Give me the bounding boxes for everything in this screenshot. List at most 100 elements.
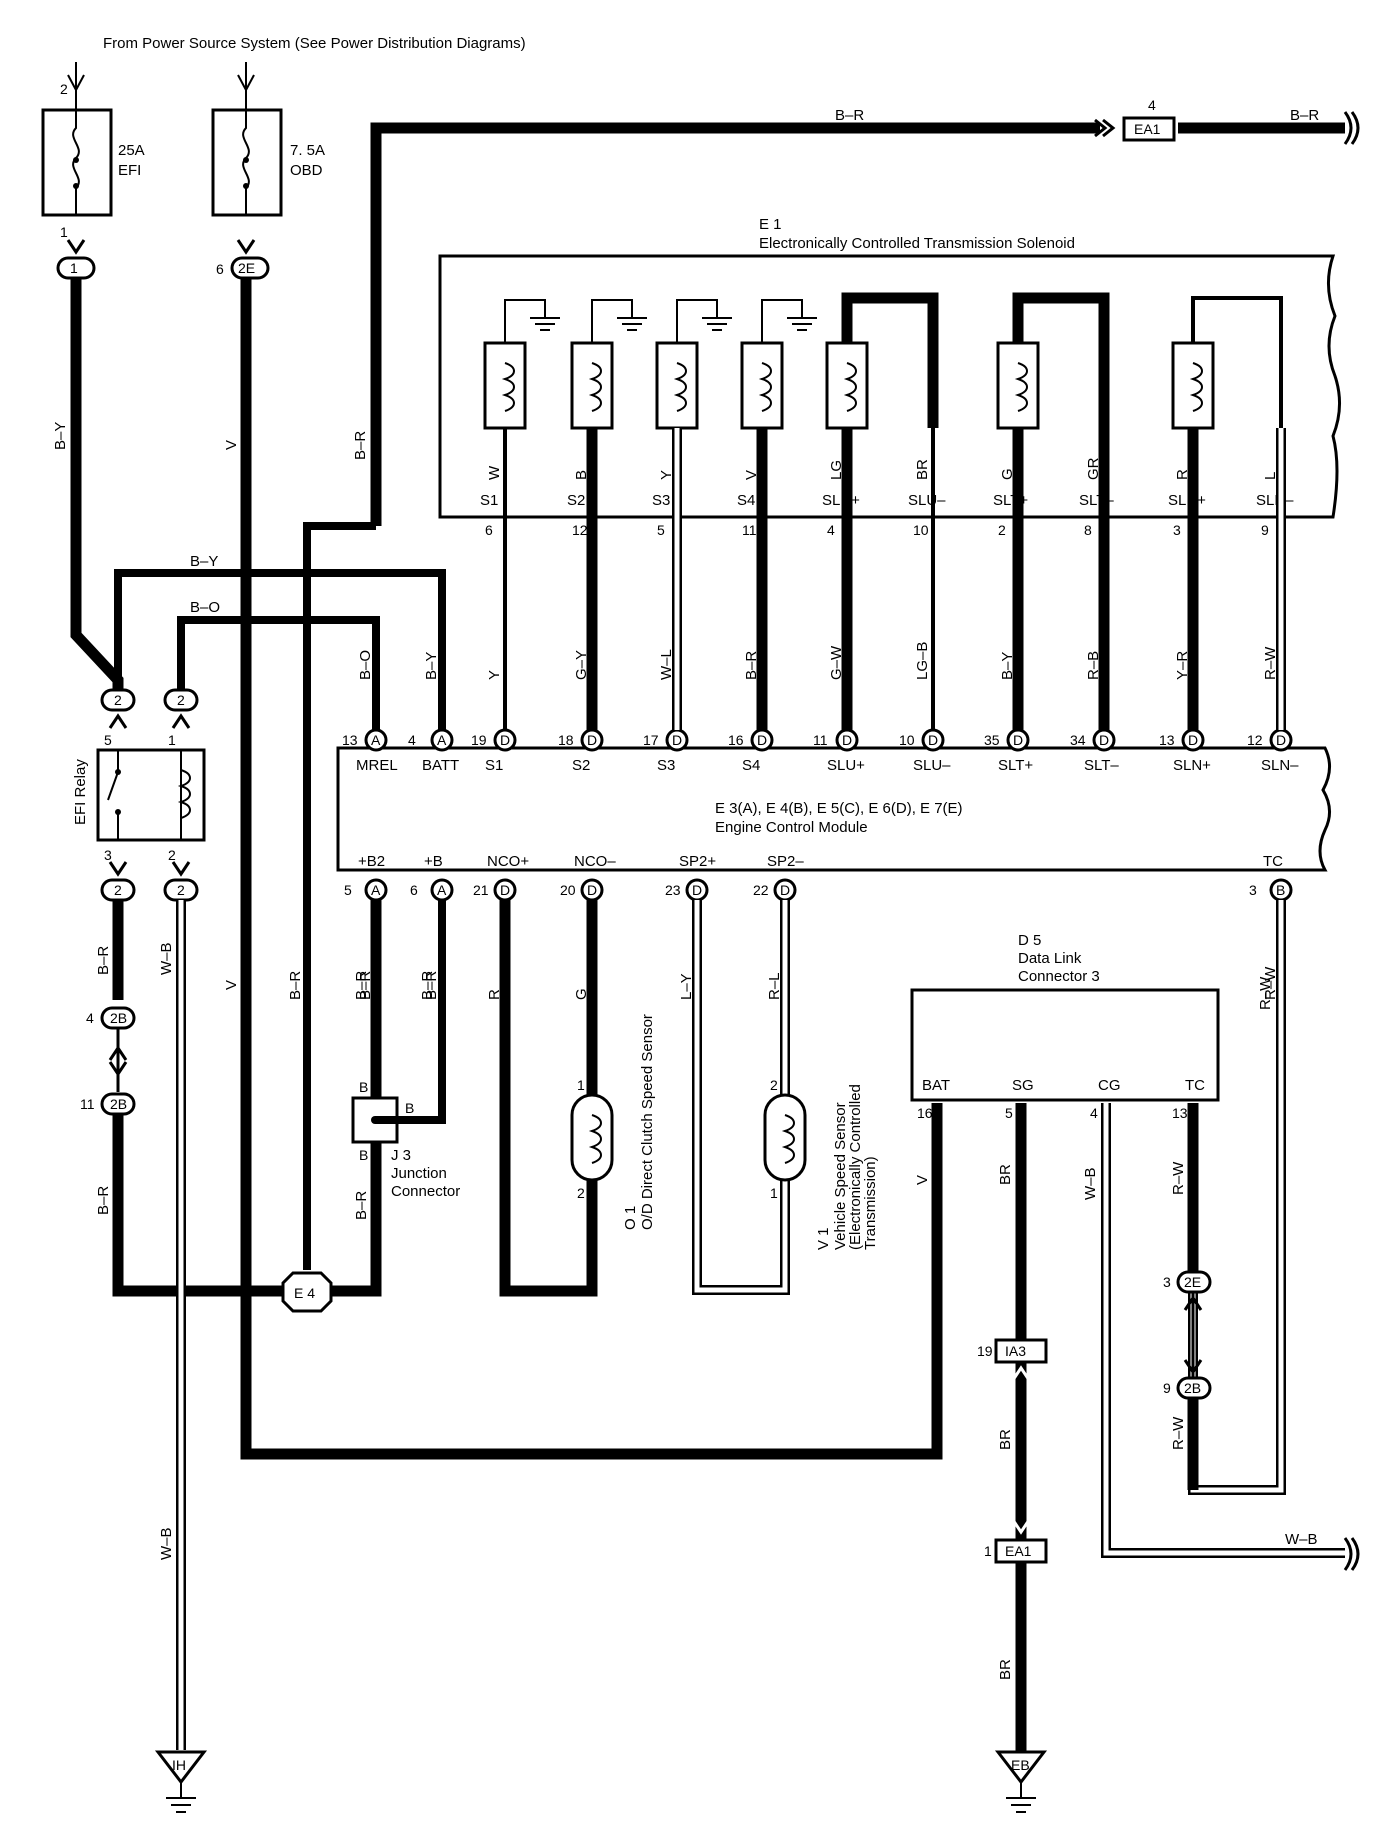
solenoid-wire-color: Y <box>658 470 675 480</box>
junction-j3: B B B J 3 Junction Connector <box>351 900 460 1200</box>
ecm-bottom-conn: A <box>437 882 447 898</box>
ia3-label: IA3 <box>1005 1343 1026 1359</box>
ea1-bottom-pin: 1 <box>984 1543 992 1559</box>
ecm-bottom-pin-num: 23 <box>665 882 681 898</box>
ecm-bottom-pin-num: 20 <box>560 882 576 898</box>
solenoid-wire-color: G <box>999 468 1016 480</box>
ecm-top-conn: D <box>500 732 510 748</box>
wire-label-b-r-jc2: B–R <box>419 971 436 1000</box>
ia3-pin: 19 <box>977 1343 993 1359</box>
ecm-top-wire: Y–R <box>1174 651 1191 680</box>
vs-sensor-name2: (Electronically Controlled <box>847 1084 864 1250</box>
ecm-top-pin-num: 13 <box>342 732 358 748</box>
wire-b-y-fuse <box>70 278 124 690</box>
ecm-top-conn: D <box>1099 732 1109 748</box>
ecm-top-conn: D <box>757 732 767 748</box>
relay-name: EFI Relay <box>72 759 89 825</box>
relay-pin-2: 2 <box>168 847 176 863</box>
fuse-efi-rating: 25A <box>118 142 145 159</box>
wire-label-b-r-right: B–R <box>1290 107 1319 124</box>
ecm-top-conn: D <box>587 732 597 748</box>
wire-b-o-relay <box>177 616 380 730</box>
relay-conn-2b: 2 <box>177 692 185 708</box>
ecm-bottom-pin-name: SP2+ <box>679 853 716 870</box>
connector-e4: E 4 <box>281 1271 333 1313</box>
ecm-bottom-conn: D <box>780 882 790 898</box>
ecm-top-wire: Y <box>486 670 503 680</box>
vs-sensor: 2 1 V 1 Vehicle Speed Sensor (Electronic… <box>763 1077 879 1250</box>
wire-label-w-b-ground: W–B <box>158 1527 175 1560</box>
ecm-top-pin-name: S4 <box>742 757 760 774</box>
junction-pin-b2: B <box>405 1100 414 1116</box>
svg-text:16: 16 <box>917 1105 933 1121</box>
ecm-bottom-wire: R <box>486 989 503 1000</box>
wire-label-v-left: V <box>223 440 240 450</box>
ecm-bottom-wire: R–W <box>1262 966 1279 1000</box>
wire-label-b-r-low: B–R <box>95 946 112 975</box>
ea1-top-label: EA1 <box>1134 121 1161 137</box>
ecm-top-pin-name: SLT+ <box>998 757 1033 774</box>
fuse-efi-pin-in: 2 <box>60 81 68 97</box>
ecm-top-pin-name: SLT– <box>1084 757 1119 774</box>
wire-b-r-e4 <box>303 522 376 1270</box>
ground-ih: IH <box>154 1750 208 1813</box>
solenoid-terminal-name: S3 <box>652 492 670 509</box>
ecm-bottom-pin-num: 3 <box>1249 882 1257 898</box>
ecm-bottom-conn: D <box>692 882 702 898</box>
solenoid-terminals: S1W6S2B12S3Y5S4V11SLU+LG4SLU–BR10SLT+G2S… <box>480 292 1294 730</box>
solenoid-terminal: SLU+LG4 <box>822 341 869 730</box>
wire-label-b-y-relay: B–Y <box>190 553 218 570</box>
wire-label-b-y-left: B–Y <box>52 422 69 450</box>
conn-2b-b-pin: 11 <box>80 1096 95 1112</box>
ecm-bottom-pin-name: +B <box>424 853 443 870</box>
solenoid-name: Electronically Controlled Transmission S… <box>759 235 1075 252</box>
solenoid-wire-color: W <box>486 465 503 480</box>
solenoid-pin: 3 <box>1173 522 1181 538</box>
solenoid-pin: 12 <box>572 522 588 538</box>
conn-2e-label: 2E <box>238 260 255 276</box>
ecm-top-pin-name: S3 <box>657 757 675 774</box>
ecm-bottom-pin-num: 21 <box>473 882 489 898</box>
wire-nco <box>499 900 598 1297</box>
ecm-bottom-wire: L–Y <box>678 973 695 1000</box>
ecm-top-conn: A <box>371 732 381 748</box>
ecm-top-wire: B–Y <box>999 652 1016 680</box>
fuse-efi: 2 25A EFI 1 <box>41 62 145 240</box>
ecm-top-pin-name: SLU+ <box>827 757 865 774</box>
dlc-wire-bat: V <box>914 1175 931 1185</box>
ecm-bottom-pin-num: 5 <box>344 882 352 898</box>
wire-label-b-r-low2: B–R <box>95 1186 112 1215</box>
solenoid-pin: 10 <box>913 522 929 538</box>
ground-eb: EB <box>994 1750 1048 1813</box>
wire-label-br-eb: BR <box>997 1659 1014 1680</box>
conn-2e-b-pin: 3 <box>1163 1274 1171 1290</box>
dlc-name2: Connector 3 <box>1018 968 1100 985</box>
ecm-name: Engine Control Module <box>715 819 868 836</box>
wire-label-b-r-e4: B–R <box>287 971 304 1000</box>
dlc-term-cg: CG <box>1098 1077 1121 1094</box>
od-sensor: 1 2 O 1 O/D Direct Clutch Speed Sensor <box>570 1014 656 1230</box>
ecm-top-pin-num: 19 <box>471 732 487 748</box>
svg-text:5: 5 <box>1005 1105 1013 1121</box>
fuse-efi-pin-out: 1 <box>60 224 68 240</box>
junction-pin-b3: B <box>359 1147 368 1163</box>
ecm-top-pin-name: SLN+ <box>1173 757 1211 774</box>
ecm-top-conn: A <box>437 732 447 748</box>
relay-pin-1: 1 <box>168 732 176 748</box>
relay-conn-2a: 2 <box>114 692 122 708</box>
ecm-top-pin-name: MREL <box>356 757 398 774</box>
ecm-bottom-pin: SP2+ D 23L–Y <box>665 853 716 1000</box>
ecm-top-pin-name: SLU– <box>913 757 951 774</box>
source-note: From Power Source System (See Power Dist… <box>103 35 526 52</box>
conn-1-label: 1 <box>70 260 78 276</box>
conn-2b-a-pin: 4 <box>86 1010 94 1026</box>
dlc: D 5 Data Link Connector 3 BAT SG CG TC 1… <box>910 932 1220 1121</box>
solenoid-terminal-name: SLU+ <box>822 492 860 509</box>
